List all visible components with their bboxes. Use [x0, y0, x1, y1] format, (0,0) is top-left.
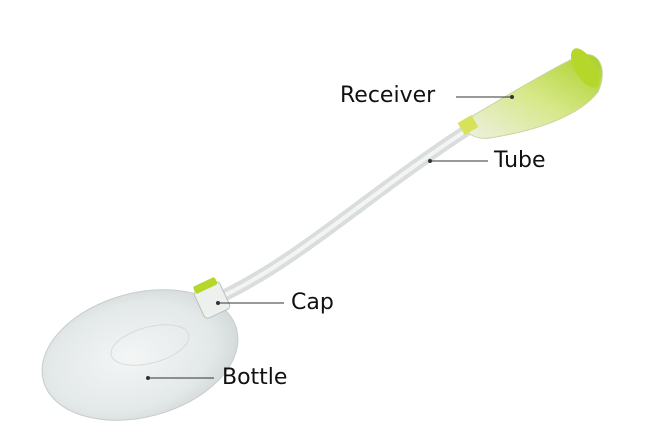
label-tube: Tube	[494, 148, 546, 173]
leader-lines	[148, 96, 512, 379]
cap-shape	[193, 277, 231, 319]
bottle-shape	[41, 289, 239, 421]
receiver-shape	[461, 53, 603, 139]
label-bottle: Bottle	[222, 365, 288, 390]
label-cap: Cap	[291, 290, 334, 315]
label-receiver: Receiver	[340, 83, 436, 108]
